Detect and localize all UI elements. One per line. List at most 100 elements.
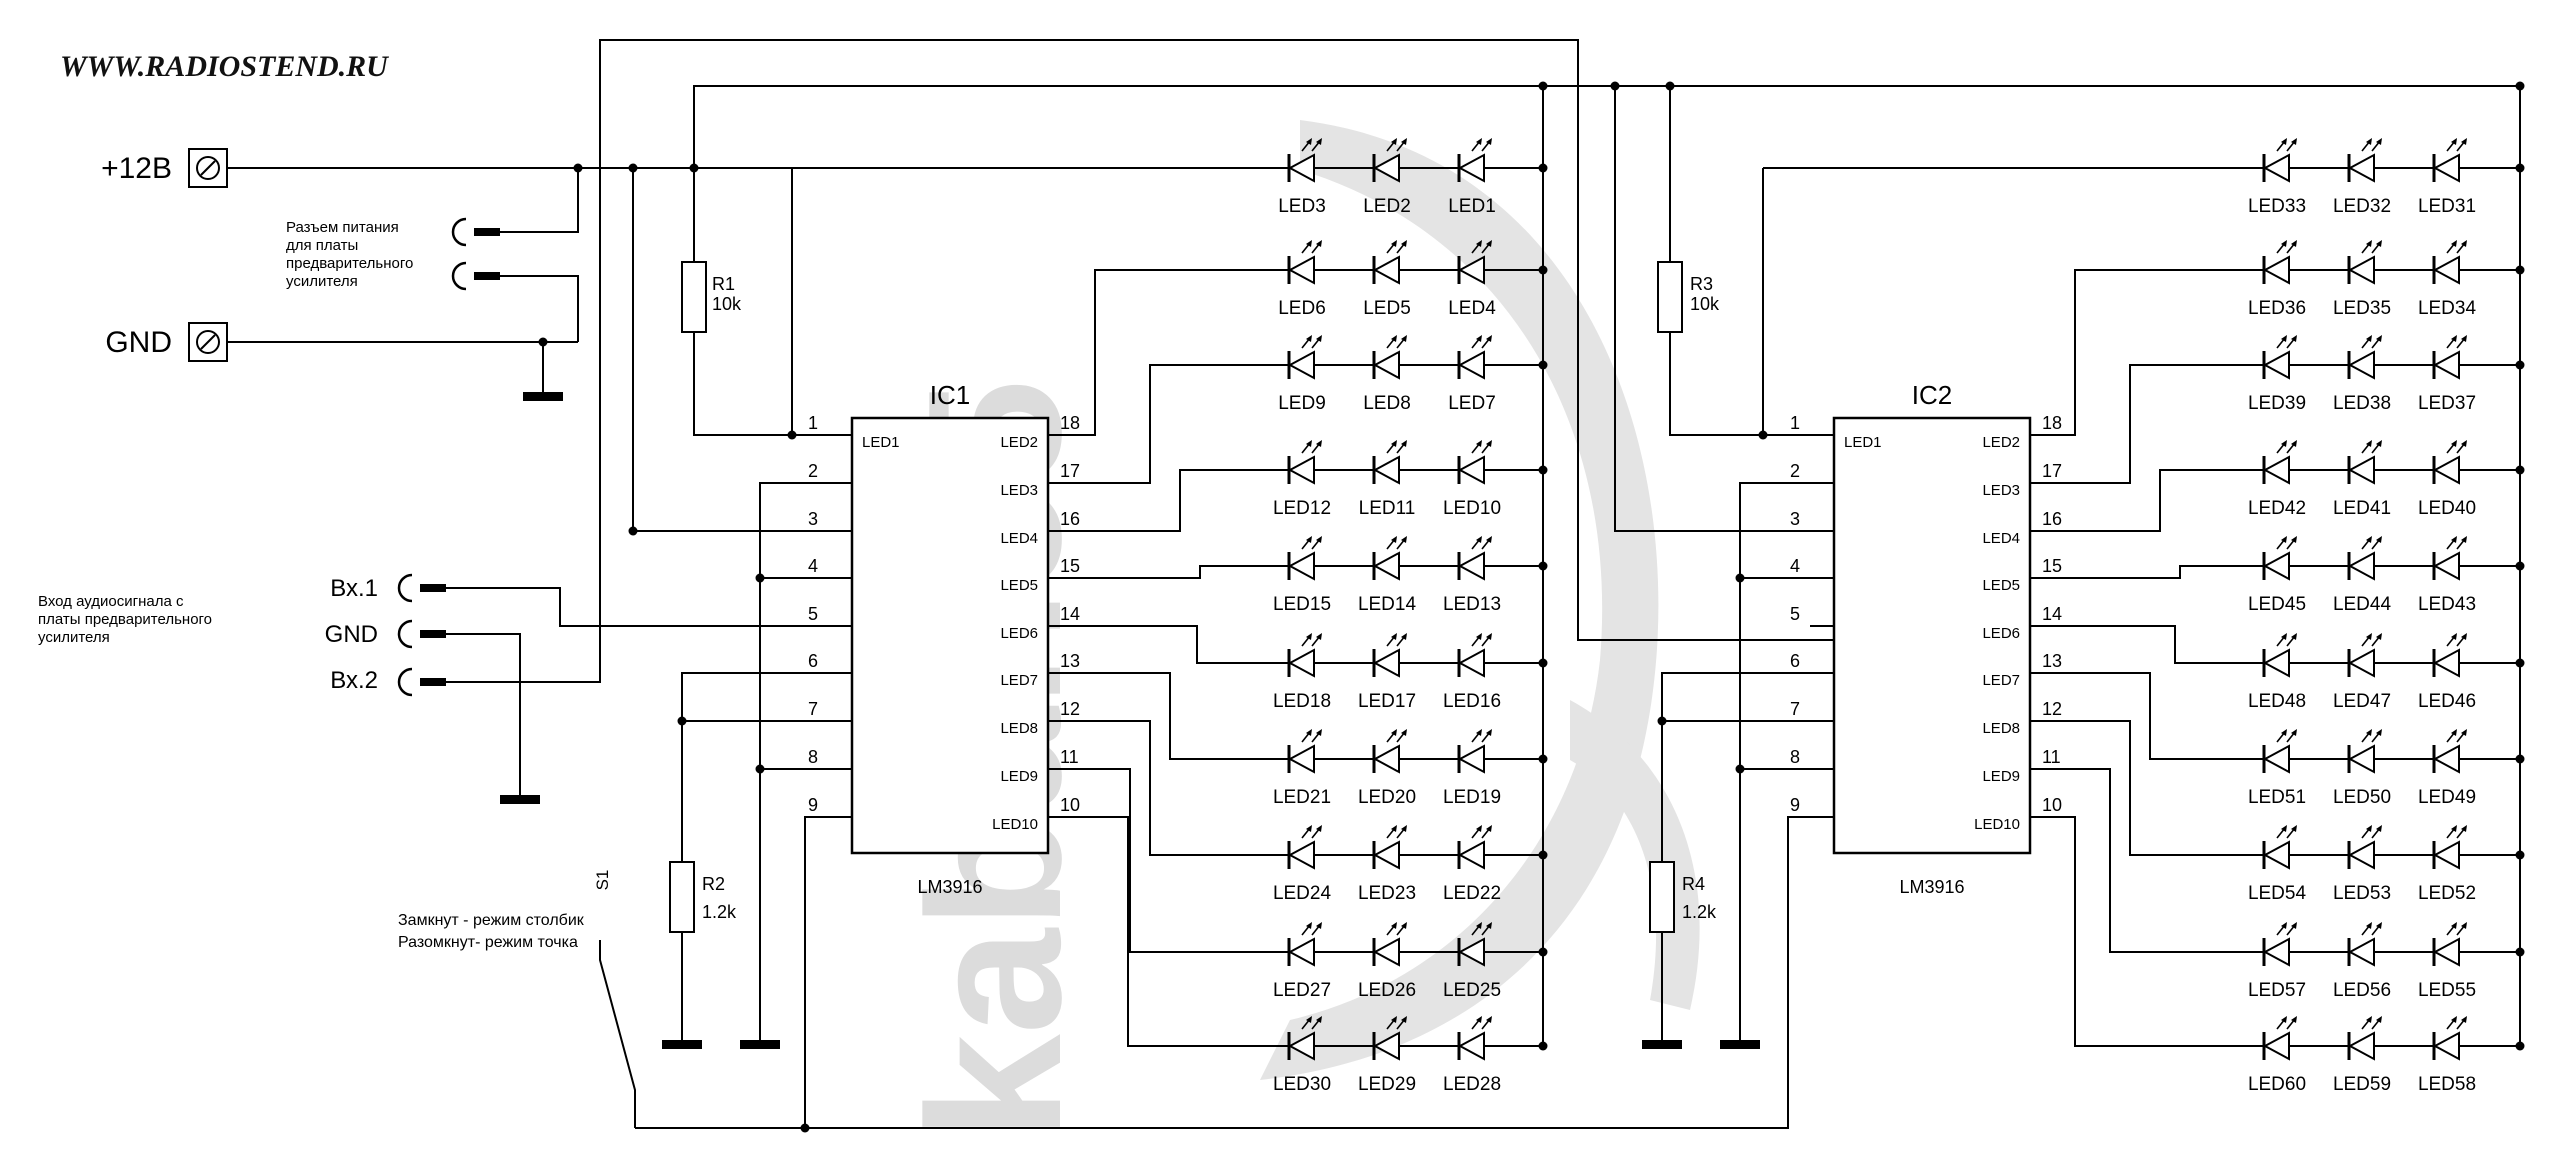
led-led18 xyxy=(1287,633,1322,678)
led-triangle xyxy=(2347,153,2375,183)
switch-note: Замкнут - режим столбик xyxy=(398,912,585,929)
pin-number: 15 xyxy=(1060,556,1080,576)
led-ray-head xyxy=(2281,536,2287,543)
led-ray-head xyxy=(1391,1016,1397,1023)
input-gnd-label: GND xyxy=(325,621,378,648)
led-ray-head xyxy=(2451,729,2457,736)
led-ray-head xyxy=(1316,138,1322,145)
pin-number: 7 xyxy=(1790,699,1800,719)
switch-note: Разомкнут- режим точка xyxy=(398,934,578,951)
led-ray-head xyxy=(2291,1016,2297,1023)
pin-number: 5 xyxy=(808,604,818,624)
led-ray-head xyxy=(2451,440,2457,447)
led-triangle xyxy=(1372,1031,1400,1061)
junction-dot xyxy=(1735,764,1745,774)
led-triangle xyxy=(2347,648,2375,678)
jack-sleeve xyxy=(397,619,413,649)
switch-label: S1 xyxy=(593,870,612,891)
led-ray-head xyxy=(2376,440,2382,447)
led-label: LED17 xyxy=(1358,691,1416,712)
led-ray-head xyxy=(2291,633,2297,640)
led-ray-head xyxy=(2376,633,2382,640)
led-ray-head xyxy=(1306,922,1312,929)
led-led28 xyxy=(1457,1016,1492,1061)
led-led52 xyxy=(2432,825,2467,870)
led-label: LED47 xyxy=(2333,691,2391,712)
led-label: LED3 xyxy=(1278,196,1326,217)
ground-r2 xyxy=(662,1040,702,1049)
led-triangle xyxy=(1372,937,1400,967)
input-1-wire xyxy=(446,587,828,627)
junction-dot xyxy=(677,716,687,726)
led-ray-head xyxy=(2461,633,2467,640)
pin-label: LED10 xyxy=(1974,816,2020,833)
led-triangle xyxy=(2347,744,2375,774)
led-label: LED33 xyxy=(2248,196,2306,217)
pin-label: LED10 xyxy=(992,816,1038,833)
led-triangle xyxy=(1287,551,1315,581)
led-triangle xyxy=(1372,744,1400,774)
led-ray-head xyxy=(1486,138,1492,145)
led-label: LED6 xyxy=(1278,298,1326,319)
led-label: LED54 xyxy=(2248,883,2307,904)
led-ray-head xyxy=(1486,536,1492,543)
led-label: LED51 xyxy=(2248,787,2306,808)
jack-pin xyxy=(474,228,500,236)
led-triangle xyxy=(1457,937,1485,967)
led-ray-head xyxy=(1476,536,1482,543)
resistor-value: 1.2k xyxy=(1682,902,1717,922)
led-label: LED15 xyxy=(1273,594,1331,615)
led-triangle xyxy=(2262,937,2290,967)
led-label: LED13 xyxy=(1443,594,1501,615)
led-triangle xyxy=(1287,1031,1315,1061)
led-ray-head xyxy=(2281,335,2287,342)
led-label: LED27 xyxy=(1273,980,1331,1001)
audio-input-note: Вход аудиосигнала с xyxy=(38,593,184,610)
led-ray-head xyxy=(2376,335,2382,342)
led-label: LED46 xyxy=(2418,691,2476,712)
led-output-wire xyxy=(1072,768,1268,953)
led-triangle xyxy=(1287,455,1315,485)
led-label: LED19 xyxy=(1443,787,1501,808)
led-ray-head xyxy=(1486,335,1492,342)
led-ray-head xyxy=(2281,440,2287,447)
pin-number: 2 xyxy=(1790,461,1800,481)
jack-sleeve xyxy=(397,573,413,603)
led-led5 xyxy=(1372,240,1407,285)
resistor-value: 10k xyxy=(1690,294,1720,314)
led-ray-head xyxy=(1476,138,1482,145)
led-led25 xyxy=(1457,922,1492,967)
resistor-r2 xyxy=(669,861,695,933)
led-triangle xyxy=(2262,551,2290,581)
led-ray-head xyxy=(2366,240,2372,247)
led-ray-head xyxy=(2281,825,2287,832)
led-label: LED55 xyxy=(2418,980,2476,1001)
pin-number: 13 xyxy=(2042,651,2062,671)
led-ray-head xyxy=(1401,440,1407,447)
led-label: LED24 xyxy=(1273,883,1332,904)
pin-number: 2 xyxy=(808,461,818,481)
led-label: LED44 xyxy=(2333,594,2392,615)
led-led57 xyxy=(2262,922,2297,967)
pin-number: 16 xyxy=(1060,509,1080,529)
led-label: LED50 xyxy=(2333,787,2391,808)
led-label: LED22 xyxy=(1443,883,1501,904)
led-triangle xyxy=(2262,455,2290,485)
led-ray-head xyxy=(1401,138,1407,145)
led-label: LED10 xyxy=(1443,498,1501,519)
resistor-r3 xyxy=(1657,261,1683,333)
led-triangle xyxy=(1372,153,1400,183)
led-led34 xyxy=(2432,240,2467,285)
led-led49 xyxy=(2432,729,2467,774)
led-led26 xyxy=(1372,922,1407,967)
led-output-wire xyxy=(1072,565,1268,579)
pin-label: LED8 xyxy=(1000,720,1038,737)
led-ray-head xyxy=(2281,138,2287,145)
led-triangle xyxy=(1457,153,1485,183)
power-connector-note: усилителя xyxy=(286,273,358,290)
led-led41 xyxy=(2347,440,2382,485)
led-label: LED41 xyxy=(2333,498,2391,519)
audio-input-note: платы предварительного xyxy=(38,611,212,628)
pin-number: 3 xyxy=(1790,509,1800,529)
led-ray-head xyxy=(2366,1016,2372,1023)
